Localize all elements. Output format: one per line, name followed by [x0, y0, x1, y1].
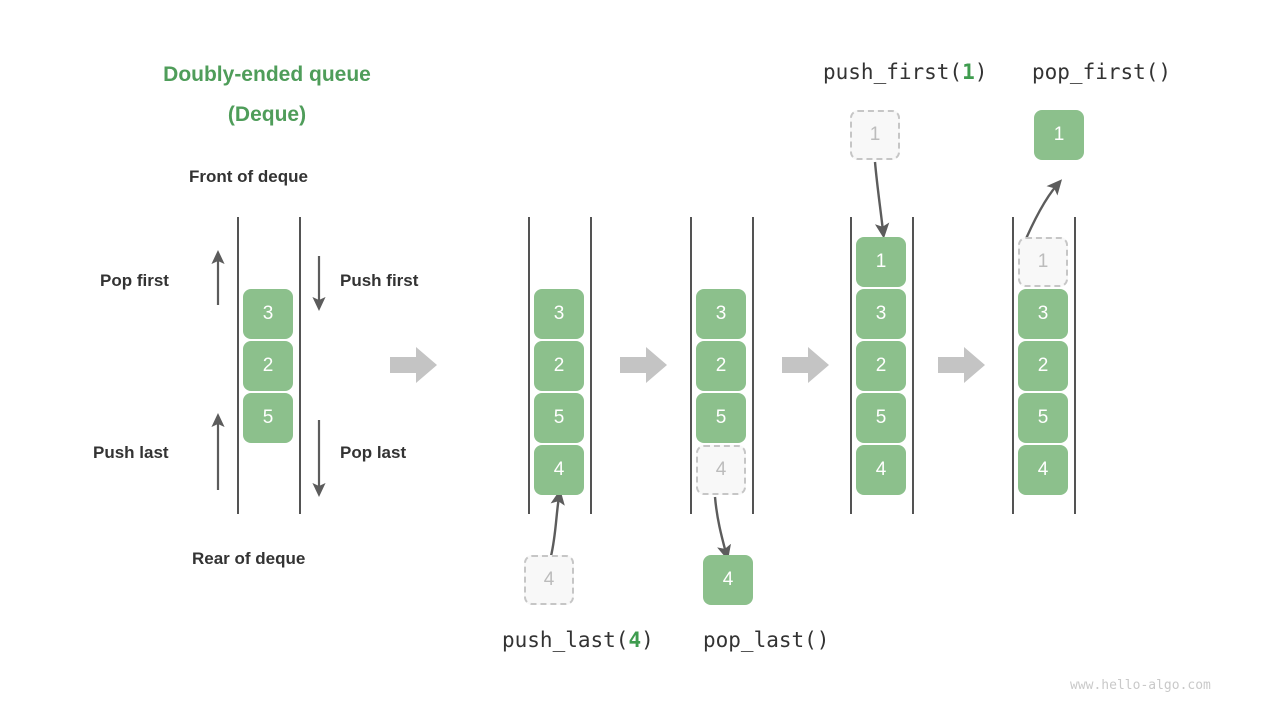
push-first-flow-arrow [873, 161, 890, 239]
incoming-element-ghost: 1 [850, 110, 900, 160]
popped-element: 4 [703, 555, 753, 605]
push-last-paren: ) [641, 628, 654, 652]
legend-pop-first-label: Pop first [100, 271, 169, 290]
deque-item: 5 [243, 393, 293, 443]
push-last-argument: 4 [628, 628, 642, 652]
deque-item: 5 [534, 393, 584, 443]
deque-item: 3 [534, 289, 584, 339]
deque-item: 3 [1018, 289, 1068, 339]
deque-item: 2 [696, 341, 746, 391]
pop-last-operation-label: pop_last() [703, 628, 830, 652]
deque-item: 3 [696, 289, 746, 339]
transition-arrow-icon [620, 347, 667, 383]
deque-item: 2 [534, 341, 584, 391]
deque-item: 2 [1018, 341, 1068, 391]
deque-item: 1 [856, 237, 906, 287]
popped-element: 1 [1034, 110, 1084, 160]
page-title-line1: Doubly-ended queue [163, 63, 371, 86]
legend-pop-last-label: Pop last [340, 443, 407, 462]
push-first-paren: ) [974, 60, 988, 84]
removed-element-ghost: 4 [696, 445, 746, 495]
deque-item: 2 [856, 341, 906, 391]
transition-arrow-icon [782, 347, 829, 383]
push-last-operation-label: push_last(4) [502, 628, 654, 652]
deque-item: 4 [856, 445, 906, 495]
push-last-text: push_last( [502, 628, 629, 652]
deque-item: 2 [243, 341, 293, 391]
push-first-operation-label: push_first(1) [823, 60, 987, 84]
legend-push-first-label: Push first [340, 271, 419, 290]
deque-item: 3 [856, 289, 906, 339]
push-first-argument: 1 [962, 60, 975, 84]
push-last-flow-arrow [549, 489, 565, 557]
rear-of-deque-label: Rear of deque [192, 549, 306, 568]
watermark: www.hello-algo.com [1070, 678, 1211, 693]
deque-item: 5 [1018, 393, 1068, 443]
deque-item: 5 [856, 393, 906, 443]
page-title-line2: (Deque) [227, 103, 307, 126]
deque-item: 5 [696, 393, 746, 443]
transition-arrow-icon [938, 347, 985, 383]
incoming-element-ghost: 4 [524, 555, 574, 605]
removed-element-ghost: 1 [1018, 237, 1068, 287]
front-of-deque-label: Front of deque [189, 167, 308, 186]
deque-item: 4 [1018, 445, 1068, 495]
transition-arrow-icon [390, 347, 437, 383]
deque-item: 4 [534, 445, 584, 495]
legend-push-last-label: Push last [93, 443, 169, 462]
pop-last-flow-arrow [713, 496, 731, 561]
deque-item: 3 [243, 289, 293, 339]
pop-first-operation-label: pop_first() [1032, 60, 1172, 84]
push-first-text: push_first( [823, 60, 963, 84]
